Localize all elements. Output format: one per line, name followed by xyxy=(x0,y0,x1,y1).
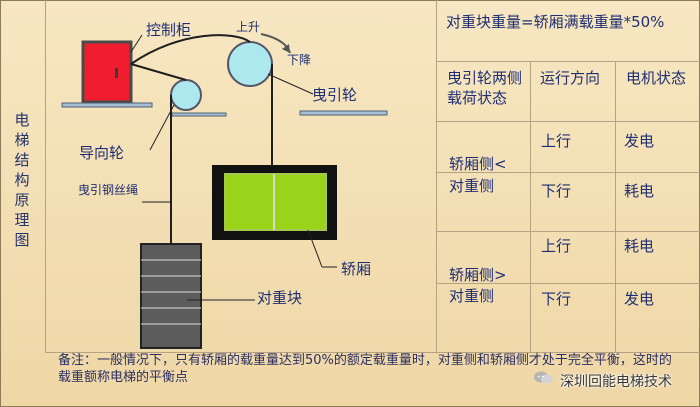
guide-wheel-label: 导向轮 xyxy=(79,144,125,162)
table-col1-line1: 曳引轮两侧 xyxy=(447,69,523,87)
guide-wheel-beam xyxy=(171,112,227,117)
traction-beam xyxy=(299,110,388,116)
side-divider xyxy=(45,0,46,352)
up-label: 上升 xyxy=(236,20,261,34)
table-header: 对重块重量=轿厢满载重量*50% xyxy=(446,13,665,31)
group2-line2: 对重侧 xyxy=(449,287,495,305)
traction-wheel xyxy=(227,41,273,87)
guide-wheel xyxy=(170,79,202,111)
counterweight xyxy=(140,243,202,349)
motor-1: 发电 xyxy=(624,132,655,150)
motor-4: 发电 xyxy=(624,290,655,308)
direction-4: 下行 xyxy=(541,290,572,308)
cabinet-handle xyxy=(115,68,118,78)
counterweight-label: 对重块 xyxy=(257,289,303,307)
table-divider xyxy=(436,0,437,352)
car-body xyxy=(224,173,327,231)
motor-3: 耗电 xyxy=(624,237,655,255)
wechat-icon xyxy=(534,371,553,384)
group1-line1: 轿厢侧< xyxy=(449,155,507,173)
side-title: 电梯结 构原理 图 xyxy=(14,111,30,249)
table-line xyxy=(615,61,616,352)
table-line xyxy=(436,121,700,122)
direction-2: 下行 xyxy=(541,182,572,200)
table-line xyxy=(530,61,531,352)
group2-line1: 轿厢侧> xyxy=(449,266,507,284)
table-col1-line2: 载荷状态 xyxy=(447,89,508,107)
motor-2: 耗电 xyxy=(624,182,655,200)
table-col2: 运行方向 xyxy=(540,69,601,87)
note-divider xyxy=(45,352,700,353)
table-line xyxy=(436,61,700,62)
direction-3: 上行 xyxy=(541,237,572,255)
direction-1: 上行 xyxy=(541,132,572,150)
down-label: 下降 xyxy=(287,53,312,67)
table-line xyxy=(436,231,700,232)
control-cabinet xyxy=(81,40,133,104)
group1-line2: 对重侧 xyxy=(449,177,495,195)
table-line xyxy=(437,283,700,284)
watermark-text: 深圳回能电梯技术 xyxy=(560,374,672,390)
car-label: 轿厢 xyxy=(341,260,372,278)
table-line xyxy=(437,172,700,173)
rope-label: 曳引钢丝绳 xyxy=(78,183,139,197)
cabinet-shelf xyxy=(61,102,153,108)
control-cabinet-label: 控制柜 xyxy=(146,21,192,39)
note-text: 备注：一般情况下，只有轿厢的载重量达到50%的额定载重量时，对重侧和轿厢侧才处于… xyxy=(58,353,672,385)
traction-wheel-label: 曳引轮 xyxy=(312,86,358,104)
table-col3: 电机状态 xyxy=(626,69,687,87)
